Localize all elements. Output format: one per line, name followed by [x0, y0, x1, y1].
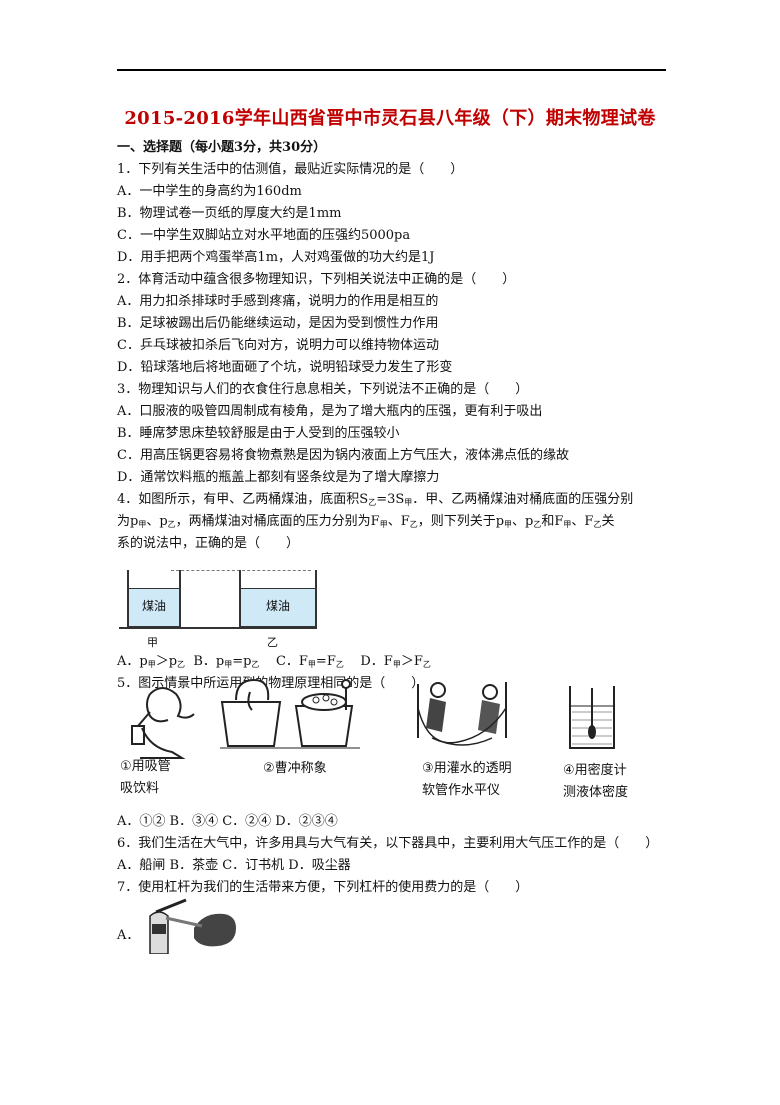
- tank-label-jia: 甲: [147, 636, 158, 649]
- q5-caption-3-line2: 软管作水平仪: [422, 783, 501, 798]
- q2-option-c: C．乒乓球被扣杀后飞向对方，说明力可以维持物体运动: [117, 338, 439, 353]
- water-hose-level-illustration: [417, 682, 507, 746]
- cao-chong-weighs-elephant-illustration: [220, 678, 360, 749]
- q5-options: A．①② B．③④ C．②④ D．②③④: [117, 814, 338, 829]
- tank-jia: 煤油: [127, 570, 181, 628]
- q3-option-d: D．通常饮料瓶的瓶盖上都刻有竖条纹是为了增大摩擦力: [117, 470, 440, 485]
- girl-drinking-straw-illustration: [131, 687, 195, 759]
- q3-stem: 3．物理知识与人们的衣食住行息息相关，下列说法不正确的是（ ）: [117, 382, 529, 397]
- q1-stem: 1．下列有关生活中的估测值，最贴近实际情况的是（ ）: [117, 162, 464, 177]
- q1-option-a: A．一中学生的身高约为160dm: [117, 184, 302, 199]
- liquid-level-dashed-line: [171, 570, 311, 571]
- q5-caption-3-line1: ③用灌水的透明: [422, 761, 512, 776]
- q2-option-d: D．铅球落地后将地面砸了个坑，说明铅球受力发生了形变: [117, 360, 453, 375]
- q4-figure-tanks: 煤油 煤油 甲 乙: [117, 556, 317, 649]
- q4-stem-line2: 为p甲、p乙，两桶煤油对桶底面的压力分别为F甲、F乙，则下列关于p甲、p乙和F甲…: [117, 514, 615, 529]
- tank-label-yi: 乙: [267, 636, 278, 649]
- q4-stem-line3: 系的说法中，正确的是（ ）: [117, 536, 300, 551]
- q4-options: A．p甲＞p乙 B．p甲=p乙 C．F甲=F乙 D．F甲＞F乙: [117, 654, 431, 669]
- q2-option-b: B．足球被踢出后仍能继续运动，是因为受到惯性力作用: [117, 316, 439, 331]
- q1-option-d: D．用手把两个鸡蛋举高1m，人对鸡蛋做的功大约是1J: [117, 250, 435, 265]
- section-heading: 一、选择题（每小题3分，共30分）: [117, 140, 327, 155]
- q5-caption-4-line2: 测液体密度: [563, 785, 629, 800]
- q5-caption-1-line2: 吸饮料: [120, 781, 160, 796]
- q7-stem: 7．使用杠杆为我们的生活带来方便，下列杠杆的使用费力的是（ ）: [117, 880, 529, 895]
- q2-option-a: A．用力扣杀排球时手感到疼痛，说明力的作用是相互的: [117, 294, 439, 309]
- q5-caption-4-line1: ④用密度计: [563, 763, 627, 778]
- tank-yi: 煤油: [239, 570, 317, 628]
- hydrometer-in-liquid-illustration: [569, 686, 615, 749]
- q5-caption-1-line1: ①用吸管: [120, 759, 171, 774]
- q7-option-a: A．: [117, 928, 140, 943]
- q6-stem: 6．我们生活在大气中，许多用具与大气有关，以下器具中，主要利用大气压工作的是（ …: [117, 836, 659, 851]
- kerosene-yi: 煤油: [241, 588, 315, 626]
- header-rule: [117, 69, 666, 71]
- q3-option-c: C．用高压锅更容易将食物煮熟是因为锅内液面上方气压大，液体沸点低的缘故: [117, 448, 569, 463]
- q1-option-c: C．一中学生双脚站立对水平地面的压强约5000pa: [117, 228, 411, 243]
- kerosene-jia: 煤油: [129, 588, 179, 626]
- q1-option-b: B．物理试卷一页纸的厚度大约是1mm: [117, 206, 342, 221]
- q4-stem-line1: 4．如图所示，有甲、乙两桶煤油，底面积S乙=3S甲．甲、乙两桶煤油对桶底面的压强…: [117, 492, 634, 507]
- q3-option-b: B．睡席梦思床垫较舒服是由于人受到的压强较小: [117, 426, 400, 441]
- q2-stem: 2．体育活动中蕴含很多物理知识，下列相关说法中正确的是（ ）: [117, 272, 516, 287]
- q6-options: A．船闸 B．茶壶 C．订书机 D．吸尘器: [117, 858, 351, 873]
- q5-caption-2: ②曹冲称象: [263, 761, 327, 776]
- q3-option-a: A．口服液的吸管四周制成有棱角，是为了增大瓶内的压强，更有利于吸出: [117, 404, 543, 419]
- page-title: 2015-2016学年山西省晋中市灵石县八年级（下）期末物理试卷: [124, 108, 656, 129]
- ground-line: [119, 627, 317, 629]
- bottle-opener-lever-illustration: [149, 898, 236, 954]
